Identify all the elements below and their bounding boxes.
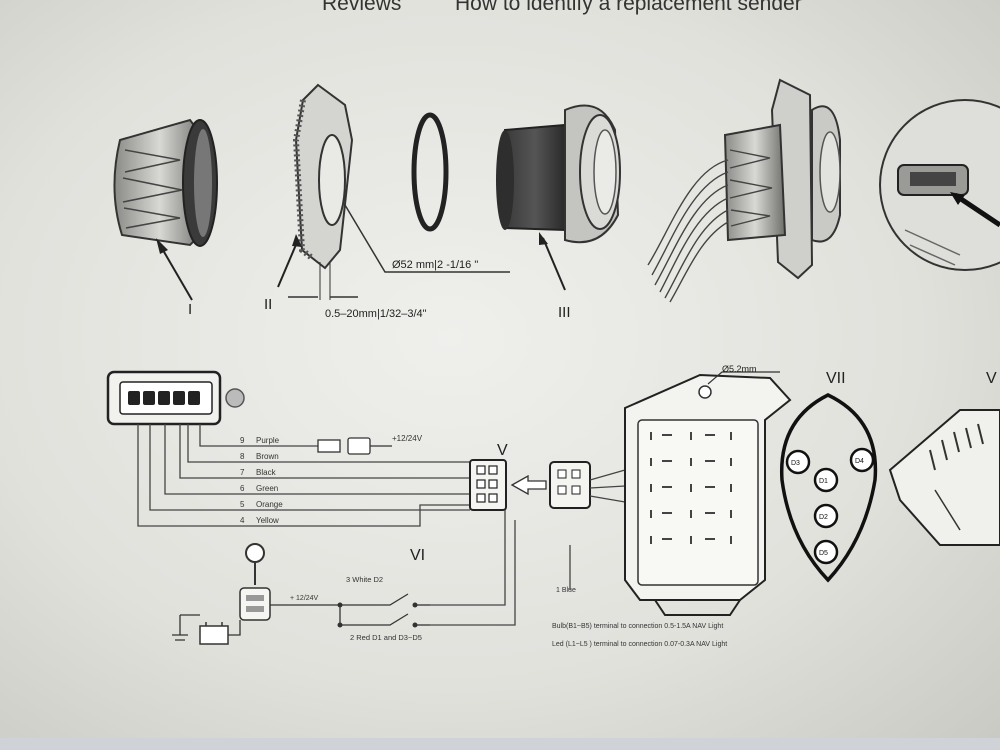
control-module bbox=[624, 371, 792, 616]
wire-orange: Orange bbox=[256, 500, 283, 509]
flange-part-ii bbox=[277, 83, 510, 300]
label-part-iii: III bbox=[558, 304, 571, 321]
supply-label: +12/24V bbox=[392, 434, 423, 443]
wire-pin-5: 5 bbox=[240, 500, 245, 509]
sender-body-part-iii bbox=[496, 104, 621, 291]
label-module-side: V bbox=[986, 370, 997, 387]
led-layout-vii: D3 D4 D1 D2 D5 bbox=[779, 393, 878, 583]
sender-lead-wires bbox=[647, 159, 729, 303]
switch-red-label: 2 Red D1 and D3~D5 bbox=[350, 633, 422, 642]
harness-wires bbox=[137, 424, 470, 527]
label-connector-v: V bbox=[497, 442, 508, 459]
taskbar bbox=[0, 738, 1000, 750]
wire-pin-7: 7 bbox=[240, 468, 245, 477]
gauge-plug bbox=[106, 370, 245, 426]
inline-fuse: +12/24V bbox=[317, 434, 423, 455]
module-side-view bbox=[888, 409, 1000, 546]
page-tabs: Reviews How to identify a replacement se… bbox=[0, 0, 1000, 20]
wire-pin-6: 6 bbox=[240, 484, 245, 493]
led-d1: D1 bbox=[819, 478, 828, 485]
power-circuit: + 12/24V bbox=[172, 543, 340, 645]
o-ring bbox=[411, 112, 449, 232]
label-switch-vi: VI bbox=[410, 547, 425, 564]
mount-hole-label: Ø5.2mm bbox=[722, 364, 757, 374]
wire-black: Black bbox=[256, 468, 277, 477]
wire-pin-4: 4 bbox=[240, 516, 245, 525]
wire-pin-9: 9 bbox=[240, 436, 245, 445]
supply-label-2: + 12/24V bbox=[290, 595, 319, 602]
wire-pin-8: 8 bbox=[240, 452, 245, 461]
led-d4: D4 bbox=[855, 458, 864, 465]
wire-green: Green bbox=[256, 484, 278, 493]
label-led-vii: VII bbox=[826, 370, 846, 387]
label-part-ii: II bbox=[264, 296, 272, 313]
nut-part-i bbox=[113, 118, 218, 301]
blue-wire-label: 1 Blue bbox=[556, 587, 576, 594]
hole-diameter-label: Ø52 mm|2 -1/16 " bbox=[392, 259, 478, 271]
tab-reviews[interactable]: Reviews bbox=[322, 0, 402, 15]
wire-purple: Purple bbox=[256, 436, 280, 445]
led-d2: D2 bbox=[819, 514, 828, 521]
connector-closeup bbox=[879, 99, 1000, 271]
tab-identify-sender[interactable]: How to identify a replacement sender bbox=[455, 0, 802, 15]
switch-white-label: 3 White D2 bbox=[346, 575, 383, 584]
led-d5: D5 bbox=[819, 550, 828, 557]
wire-brown: Brown bbox=[256, 452, 279, 461]
assembled-sender bbox=[647, 78, 841, 303]
panel-thickness-label: 0.5–20mm|1/32–3/4" bbox=[325, 308, 427, 320]
label-part-i: I bbox=[188, 301, 192, 318]
wire-labels: 9 Purple 8 Brown 7 Black 6 Green 5 Orang… bbox=[240, 436, 283, 525]
led-note: Led (L1~L5 ) terminal to connection 0.07… bbox=[552, 641, 727, 648]
bulb-note: Bulb(B1~B5) terminal to connection 0.5-1… bbox=[552, 623, 723, 630]
wire-yellow: Yellow bbox=[256, 516, 279, 525]
connector-v bbox=[469, 459, 626, 511]
led-d3: D3 bbox=[791, 460, 800, 467]
switch-vi: 3 White D2 2 Red D1 and D3~D5 1 Blue bbox=[337, 575, 576, 642]
